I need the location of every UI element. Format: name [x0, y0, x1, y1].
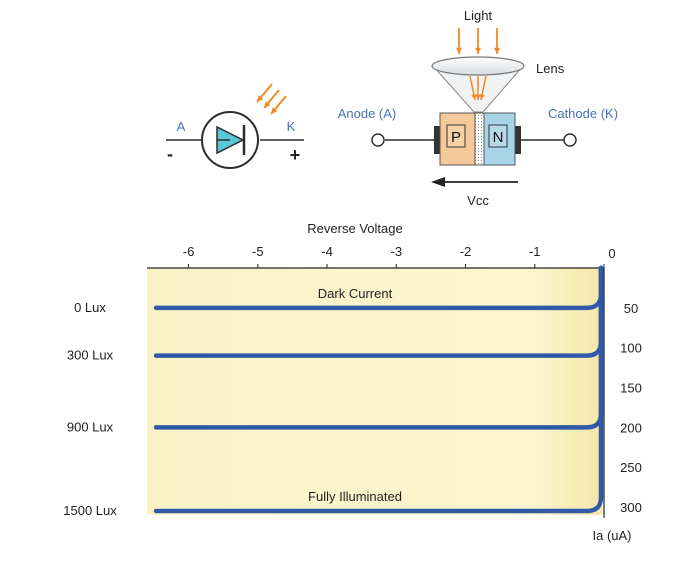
chart-title: Reverse Voltage [307, 221, 402, 236]
x-tick-label: -4 [321, 244, 333, 259]
y-tick-label: 200 [620, 420, 642, 435]
anode-contact [434, 126, 440, 154]
y-tick-label: 250 [620, 460, 642, 475]
incident-light-arrows-icon [256, 83, 287, 115]
y-tick-label: 300 [620, 500, 642, 515]
lens-label: Lens [536, 61, 565, 76]
cathode-terminal [563, 133, 577, 147]
series-label: 900 Lux [67, 419, 114, 434]
diode-circle [201, 111, 259, 169]
x-tick-label: -1 [529, 244, 541, 259]
vcc-label: Vcc [467, 193, 489, 208]
p-label-box [446, 124, 466, 148]
vcc-arrow-icon [431, 177, 518, 187]
p-label: P [451, 129, 461, 146]
y-tick-label: 100 [620, 341, 642, 356]
anode-letter: A [177, 119, 186, 134]
y-tick-label: 50 [624, 301, 638, 316]
minus-sign: - [167, 144, 173, 164]
cathode-contact [515, 126, 521, 154]
curve-annotation: Dark Current [318, 286, 393, 301]
x-tick-label: -3 [390, 244, 402, 259]
depletion-region [474, 112, 485, 166]
photodiode-construction: Light Lens P N Anode (A) Cathode (K) V [338, 8, 618, 208]
y-tick-label: 150 [620, 381, 642, 396]
x-tick-label: -6 [183, 244, 195, 259]
curve-annotation: Fully Illuminated [308, 489, 402, 504]
cathode-label: Cathode (K) [548, 106, 618, 121]
y-axis-label: Ia (uA) [592, 528, 631, 543]
plus-sign: + [290, 145, 301, 165]
anode-terminal [371, 133, 385, 147]
anode-label: Anode (A) [338, 106, 397, 121]
plot-area [147, 268, 602, 515]
light-rays-icon [455, 28, 501, 54]
n-label: N [493, 129, 504, 146]
light-label: Light [464, 8, 493, 23]
x-tick-label: 0 [608, 246, 615, 261]
photodiode-symbol: A K - + [166, 83, 304, 169]
series-label: 0 Lux [74, 300, 106, 315]
x-tick-label: -5 [252, 244, 264, 259]
cathode-letter: K [287, 119, 296, 134]
n-label-box [488, 124, 508, 148]
iv-curve [153, 265, 604, 514]
series-label: 300 Lux [67, 348, 114, 363]
focused-light-icon [469, 75, 487, 101]
x-tick-label: -2 [460, 244, 472, 259]
iv-characteristic-chart: Reverse Voltage -6 -5 -4 -3 -2 -1 0 50 100 150 20… [63, 221, 642, 543]
series-label: 1500 Lux [63, 503, 117, 518]
